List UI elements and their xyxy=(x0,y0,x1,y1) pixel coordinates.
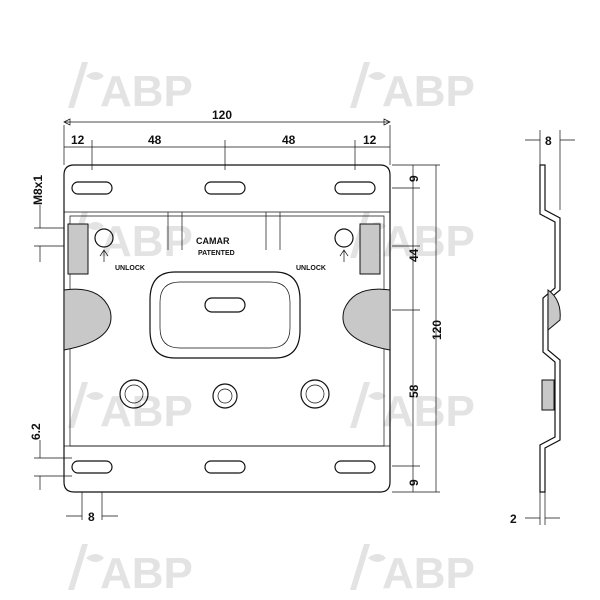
lock-tab-left xyxy=(67,223,89,275)
svg-text:ABP: ABP xyxy=(382,217,475,266)
slot-bottom-left xyxy=(71,460,113,474)
unlock-label-left: UNLOCK xyxy=(115,265,145,272)
top-dimensions: 120 12 48 48 12 xyxy=(63,108,391,170)
dim-thickness: 2 xyxy=(510,512,517,526)
watermark-bottom-left: ABP xyxy=(68,544,193,598)
slot-bottom-right xyxy=(334,460,376,474)
patented-label: PATENTED xyxy=(198,250,235,257)
watermark-low-right: ABP xyxy=(350,382,475,436)
left-dimensions: M8x1 6.2 8 xyxy=(29,175,118,524)
plate-outline xyxy=(63,164,391,493)
slot-top-right xyxy=(334,181,376,195)
dim-top-offset: 9 xyxy=(407,175,421,182)
side-recess-left xyxy=(63,288,112,351)
unlock-label-right: UNLOCK xyxy=(296,265,326,272)
dim-overall-height: 120 xyxy=(430,320,444,340)
unlock-hole-left xyxy=(94,228,114,248)
unlock-hole-right xyxy=(334,228,354,248)
watermark-bottom-right: ABP xyxy=(350,544,475,598)
svg-text:ABP: ABP xyxy=(382,387,475,436)
arrow-up-icon xyxy=(99,249,109,262)
slot-bottom-center xyxy=(204,460,246,474)
dim-left-margin: 12 xyxy=(71,133,85,147)
hole-center xyxy=(212,383,238,409)
dim-spacing-left: 48 xyxy=(148,133,162,147)
dim-overall-width: 120 xyxy=(212,108,232,122)
dim-bottom-offset: 9 xyxy=(407,479,421,486)
watermark-top-left: ABP xyxy=(68,62,193,116)
dim-lower-spacing: 58 xyxy=(407,384,421,398)
front-view: UNLOCK UNLOCK CAMAR PATENTED xyxy=(63,164,391,493)
svg-text:ABP: ABP xyxy=(382,67,475,116)
svg-text:ABP: ABP xyxy=(100,67,193,116)
center-boss-outer xyxy=(149,271,301,359)
center-slot xyxy=(204,297,246,313)
svg-text:ABP: ABP xyxy=(100,387,193,436)
arrow-up-icon xyxy=(339,249,349,262)
dim-upper-spacing: 44 xyxy=(407,248,421,262)
dim-slot-width: 8 xyxy=(88,510,95,524)
side-view: 8 2 xyxy=(510,130,575,526)
svg-text:ABP: ABP xyxy=(100,549,193,598)
slot-top-center xyxy=(204,181,246,195)
right-dimensions: 9 44 58 9 120 xyxy=(392,164,444,493)
dim-right-margin: 12 xyxy=(363,133,377,147)
svg-text:ABP: ABP xyxy=(100,217,193,266)
hole-left xyxy=(119,379,149,409)
svg-text:ABP: ABP xyxy=(382,549,475,598)
dim-hole-offset: 6.2 xyxy=(29,423,43,440)
watermark-group: ABP ABP ABP ABP ABP ABP ABP ABP xyxy=(68,62,475,598)
dim-thread: M8x1 xyxy=(31,175,45,205)
lock-tab-right xyxy=(359,223,381,275)
dim-spacing-right: 48 xyxy=(282,133,296,147)
brand-label: CAMAR xyxy=(196,236,230,246)
side-recess-right xyxy=(342,288,391,351)
slot-top-left xyxy=(71,181,113,195)
dim-side-depth: 8 xyxy=(545,134,552,148)
watermark-low-left: ABP xyxy=(68,382,193,436)
hole-right xyxy=(300,379,330,409)
watermark-top-right: ABP xyxy=(350,62,475,116)
